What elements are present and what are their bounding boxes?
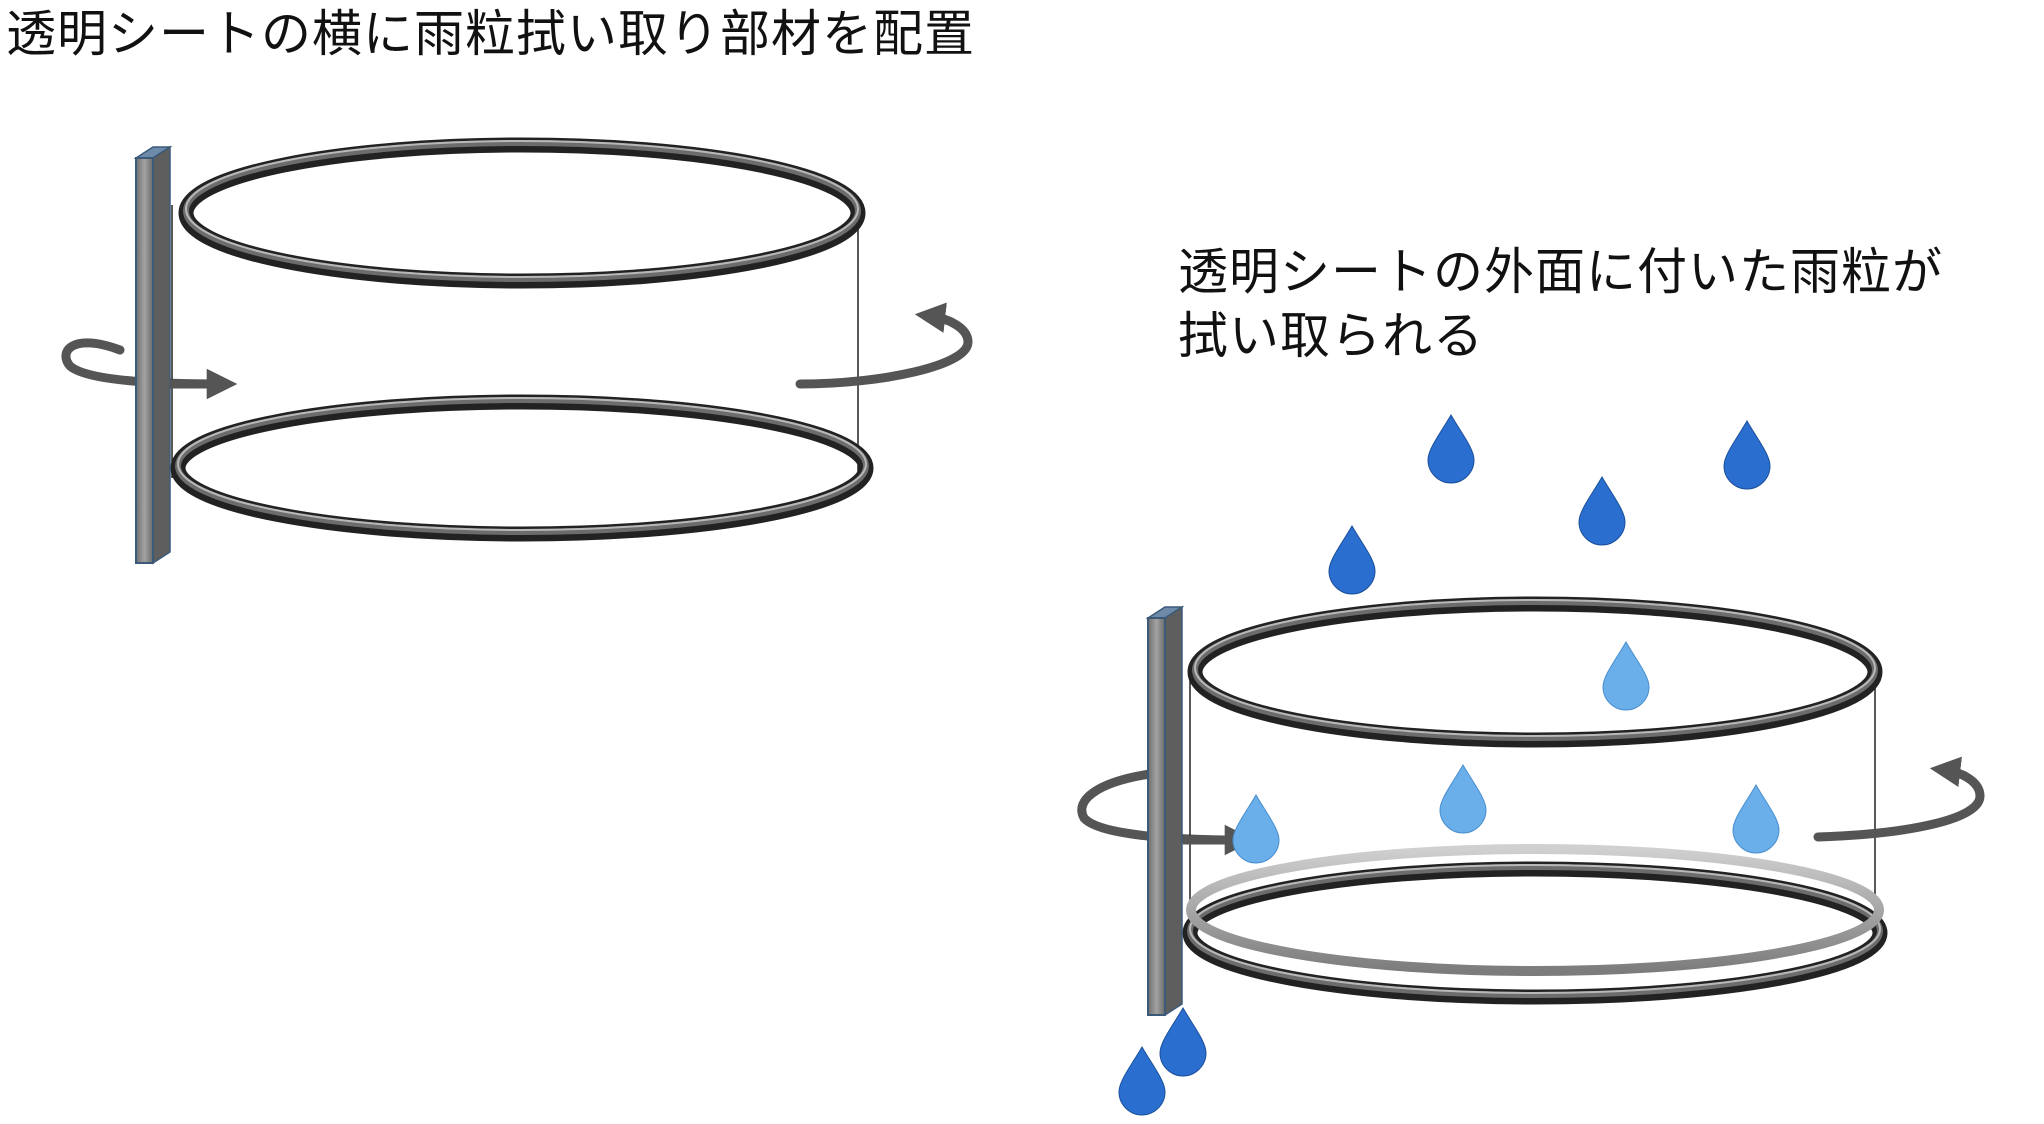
- raindrop-wiped-icon: [1118, 1046, 1166, 1116]
- raindrop-on-sheet-icon: [1732, 784, 1780, 854]
- right-bottom-ring-icon: [1182, 861, 1888, 1005]
- raindrop-icon: [1328, 525, 1376, 595]
- raindrop-on-sheet-icon: [1232, 794, 1280, 864]
- raindrop-on-sheet-icon: [1602, 641, 1650, 711]
- right-caption: 透明シートの外面に付いた雨粒が 拭い取られる: [1178, 240, 1943, 368]
- left-title: 透明シートの横に雨粒拭い取り部材を配置: [6, 5, 975, 63]
- raindrop-icon: [1723, 420, 1771, 490]
- left-bottom-ring-icon: [170, 394, 874, 542]
- left-rotation-arrow-right-icon: [795, 302, 973, 389]
- right-rotation-arrow-right-icon: [1813, 756, 1985, 842]
- raindrop-wiped-icon: [1159, 1007, 1207, 1077]
- right-caption-line-1: 透明シートの外面に付いた雨粒が: [1178, 243, 1943, 301]
- right-wiped-band: [1186, 844, 1884, 976]
- left-top-ring-icon: [178, 137, 866, 289]
- right-caption-line-2: 拭い取られる: [1178, 307, 1484, 365]
- left-assembly: [61, 137, 973, 565]
- left-wiper-bar-icon: [133, 145, 173, 565]
- raindrop-icon: [1427, 414, 1475, 484]
- right-wiper-bar-icon: [1145, 605, 1185, 1017]
- raindrop-icon: [1578, 476, 1626, 546]
- right-assembly: [1077, 414, 1985, 1116]
- raindrop-on-sheet-icon: [1439, 764, 1487, 834]
- right-top-ring-icon: [1187, 596, 1883, 748]
